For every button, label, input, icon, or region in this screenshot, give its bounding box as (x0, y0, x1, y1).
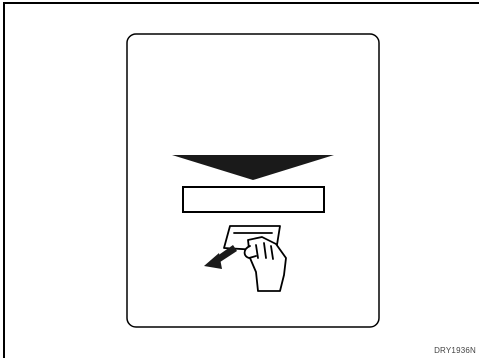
display-panel (127, 34, 379, 327)
card-slot-icon (183, 187, 324, 212)
figure-code-label: DRY1936N (434, 346, 476, 355)
